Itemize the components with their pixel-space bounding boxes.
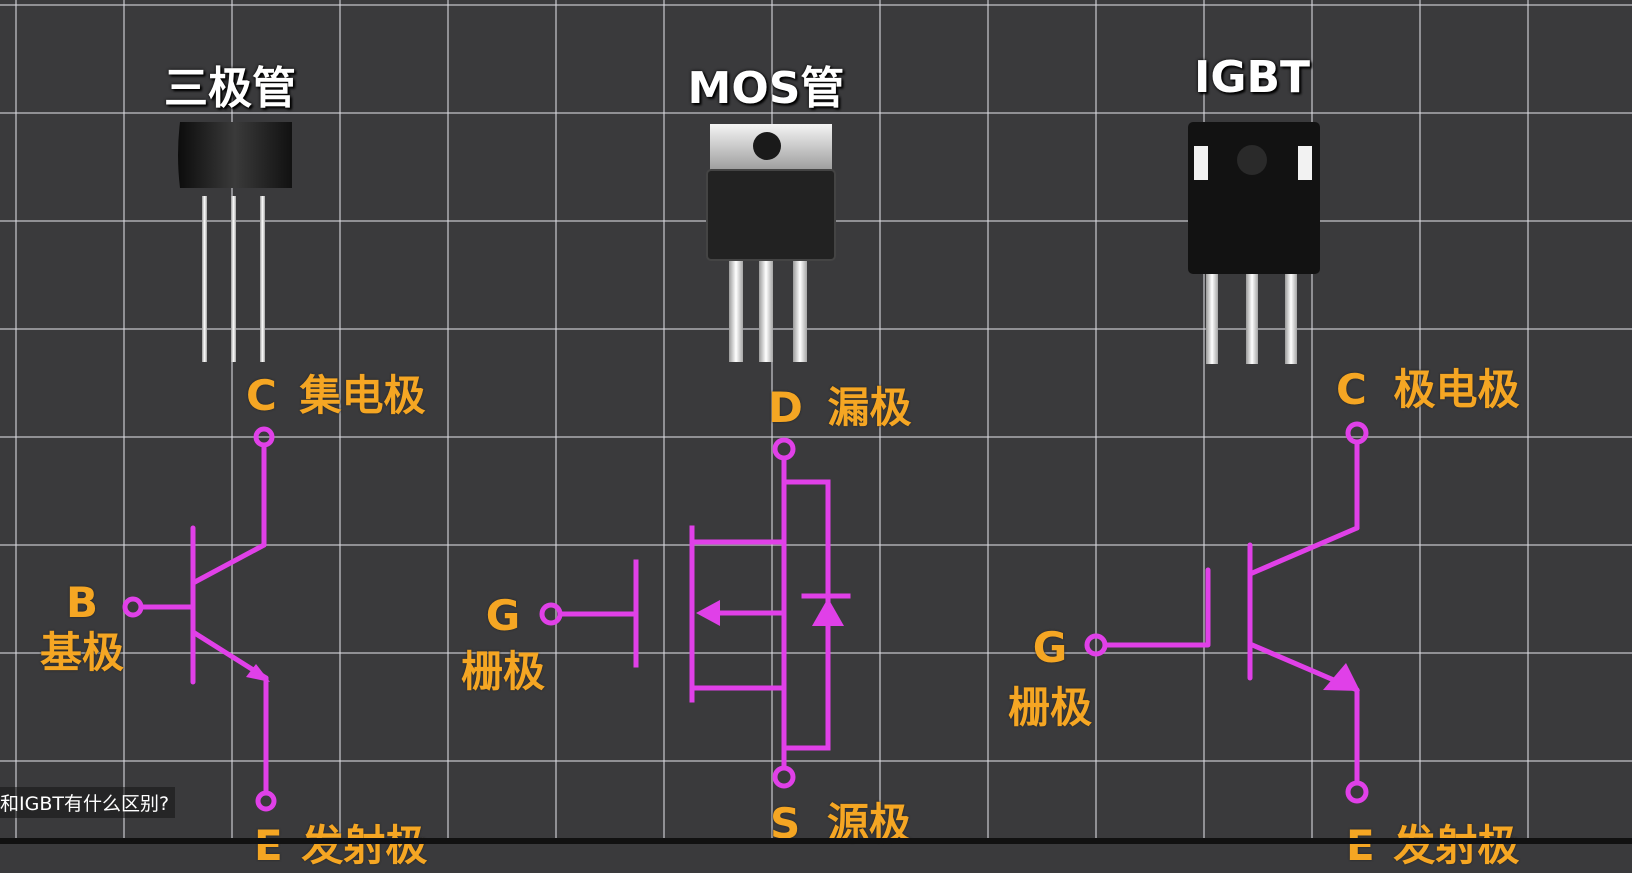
bjt-package-image bbox=[178, 122, 292, 362]
diagram-canvas bbox=[122, 122, 1369, 812]
mos-package-image bbox=[706, 124, 836, 362]
mos-symbol bbox=[539, 437, 851, 789]
bjt-title: 三极管 bbox=[164, 63, 296, 114]
mos-drain-label: D 漏极 bbox=[768, 374, 912, 435]
igbt-emitter-terminal bbox=[1345, 780, 1369, 804]
igbt-gate-label: G 栅极 bbox=[1008, 618, 1092, 738]
bjt-base-name: 基极 bbox=[39, 628, 125, 677]
igbt-collector-letter: C bbox=[1336, 365, 1367, 414]
mos-source-terminal bbox=[772, 765, 796, 789]
bjt-collector-name: 集电极 bbox=[299, 371, 426, 420]
igbt-collector-name: 极电极 bbox=[1393, 365, 1520, 414]
bjt-symbol bbox=[122, 426, 277, 812]
mos-gate-name: 栅极 bbox=[460, 647, 546, 696]
bjt-base-letter: B bbox=[65, 578, 99, 627]
bjt-collector-letter: C bbox=[246, 371, 277, 420]
mos-gate-label: G 栅极 bbox=[461, 588, 545, 700]
bottom-bar bbox=[0, 838, 1632, 844]
igbt-title: IGBT bbox=[1193, 52, 1311, 103]
igbt-emitter-name: 发射极 bbox=[1393, 821, 1520, 870]
igbt-collector-terminal bbox=[1345, 421, 1369, 445]
igbt-package-image bbox=[1188, 122, 1320, 364]
bjt-collector-label: C 集电极 bbox=[246, 362, 425, 423]
mos-channel-arrow bbox=[696, 600, 720, 626]
igbt-collector-label: C 极电极 bbox=[1336, 356, 1519, 417]
igbt-gate-letter: G bbox=[1032, 623, 1068, 672]
bjt-emitter-arrow bbox=[246, 664, 270, 682]
bjt-emitter-terminal bbox=[255, 790, 277, 812]
mos-gate-letter: G bbox=[485, 591, 521, 640]
mos-drain-letter: D bbox=[768, 383, 803, 432]
igbt-symbol bbox=[1084, 421, 1369, 804]
mos-title: MOS管 bbox=[687, 63, 845, 114]
igbt-gate-name: 栅极 bbox=[1007, 683, 1093, 732]
mos-drain-terminal bbox=[772, 437, 796, 461]
mos-drain-name: 漏极 bbox=[827, 383, 912, 432]
igbt-emitter-arrow bbox=[1323, 663, 1360, 691]
video-caption: 和IGBT有什么区别? bbox=[0, 787, 176, 818]
mos-body-diode bbox=[812, 598, 844, 626]
igbt-emitter-letter: E bbox=[1346, 821, 1375, 870]
bjt-base-label: B 基极 bbox=[40, 578, 124, 678]
bjt-emitter-letter: E bbox=[254, 821, 283, 870]
bjt-emitter-name: 发射极 bbox=[301, 821, 428, 870]
